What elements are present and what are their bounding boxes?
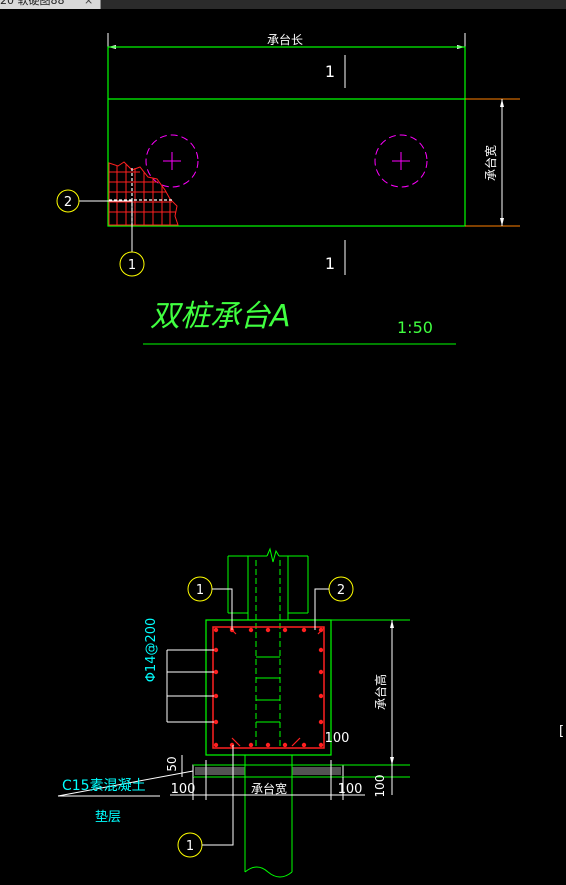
height-dim-label: 承台高 — [373, 674, 388, 710]
section-callout-1-top: 1 — [187, 576, 233, 630]
column — [227, 547, 309, 620]
rebar-callout-2-label: 2 — [64, 195, 72, 210]
pile-left — [145, 134, 199, 188]
rebar-grid-cutout — [108, 161, 179, 226]
side-rebar-label: Φ14@200 — [144, 618, 159, 683]
rebar-callout-1: 1 — [119, 200, 145, 277]
pile-right — [374, 134, 428, 188]
section-view: Φ14@200 1 2 1 承台高 100 — [57, 547, 410, 878]
section-callout-2-label: 2 — [337, 583, 345, 598]
rebar-callout-1-label: 1 — [128, 258, 136, 273]
cushion-material-label: C15素混凝土 — [62, 778, 146, 794]
drawing-tab[interactable]: 20 软硬图88 × — [0, 0, 101, 9]
section-callout-2: 2 — [314, 576, 354, 630]
tab-bar: 20 软硬图88 × — [0, 0, 566, 9]
section-mark-bottom-label: 1 — [325, 254, 335, 273]
height-dimension — [331, 619, 410, 795]
section-callout-1-bottom-label: 1 — [186, 839, 194, 854]
section-mark-top: 1 — [325, 55, 346, 88]
bottom-rebar-dots — [213, 742, 324, 748]
cap-outline — [107, 46, 466, 227]
rebar-cage — [212, 626, 325, 749]
cushion-dim-label: 50 — [165, 756, 179, 771]
side-rebar-dots — [213, 647, 324, 725]
cushion-thickness-label: 100 — [373, 775, 387, 798]
side-rebar-leaders — [166, 649, 214, 723]
rebar-hooks — [229, 627, 325, 747]
offset-left-label: 100 — [171, 782, 196, 797]
cushion-label: 垫层 — [95, 809, 121, 825]
cad-drawing-canvas[interactable]: 承台长 承台宽 1 1 — [0, 9, 566, 885]
tab-title: 20 软硬图88 — [0, 0, 65, 7]
rebar-callout-2: 2 — [56, 189, 132, 213]
drawing-title: 双桩承台A — [150, 299, 291, 334]
offset-right-label: 100 — [338, 782, 363, 797]
column-rebar — [255, 560, 281, 748]
width-dimension-section — [170, 760, 365, 800]
section-callout-1-top-label: 1 — [196, 583, 204, 598]
close-icon[interactable]: × — [84, 0, 94, 7]
length-dim-label: 承台长 — [267, 32, 303, 47]
cushion-material-leader — [57, 770, 194, 797]
cushion-layer — [192, 764, 344, 778]
drawing-scale: 1:50 — [397, 318, 433, 337]
cover-right-label: 100 — [325, 731, 350, 746]
offscreen-fragment: [ — [559, 724, 564, 739]
section-width-label: 承台宽 — [251, 781, 287, 796]
section-callout-1-bottom: 1 — [177, 745, 234, 858]
width-dimension — [465, 98, 520, 227]
section-cap-outline — [205, 619, 332, 756]
width-dim-label: 承台宽 — [483, 145, 498, 181]
section-mark-top-label: 1 — [325, 62, 335, 81]
section-mark-bottom: 1 — [325, 240, 346, 275]
plan-view: 承台长 承台宽 1 1 — [56, 32, 520, 345]
pile-section — [244, 755, 293, 878]
